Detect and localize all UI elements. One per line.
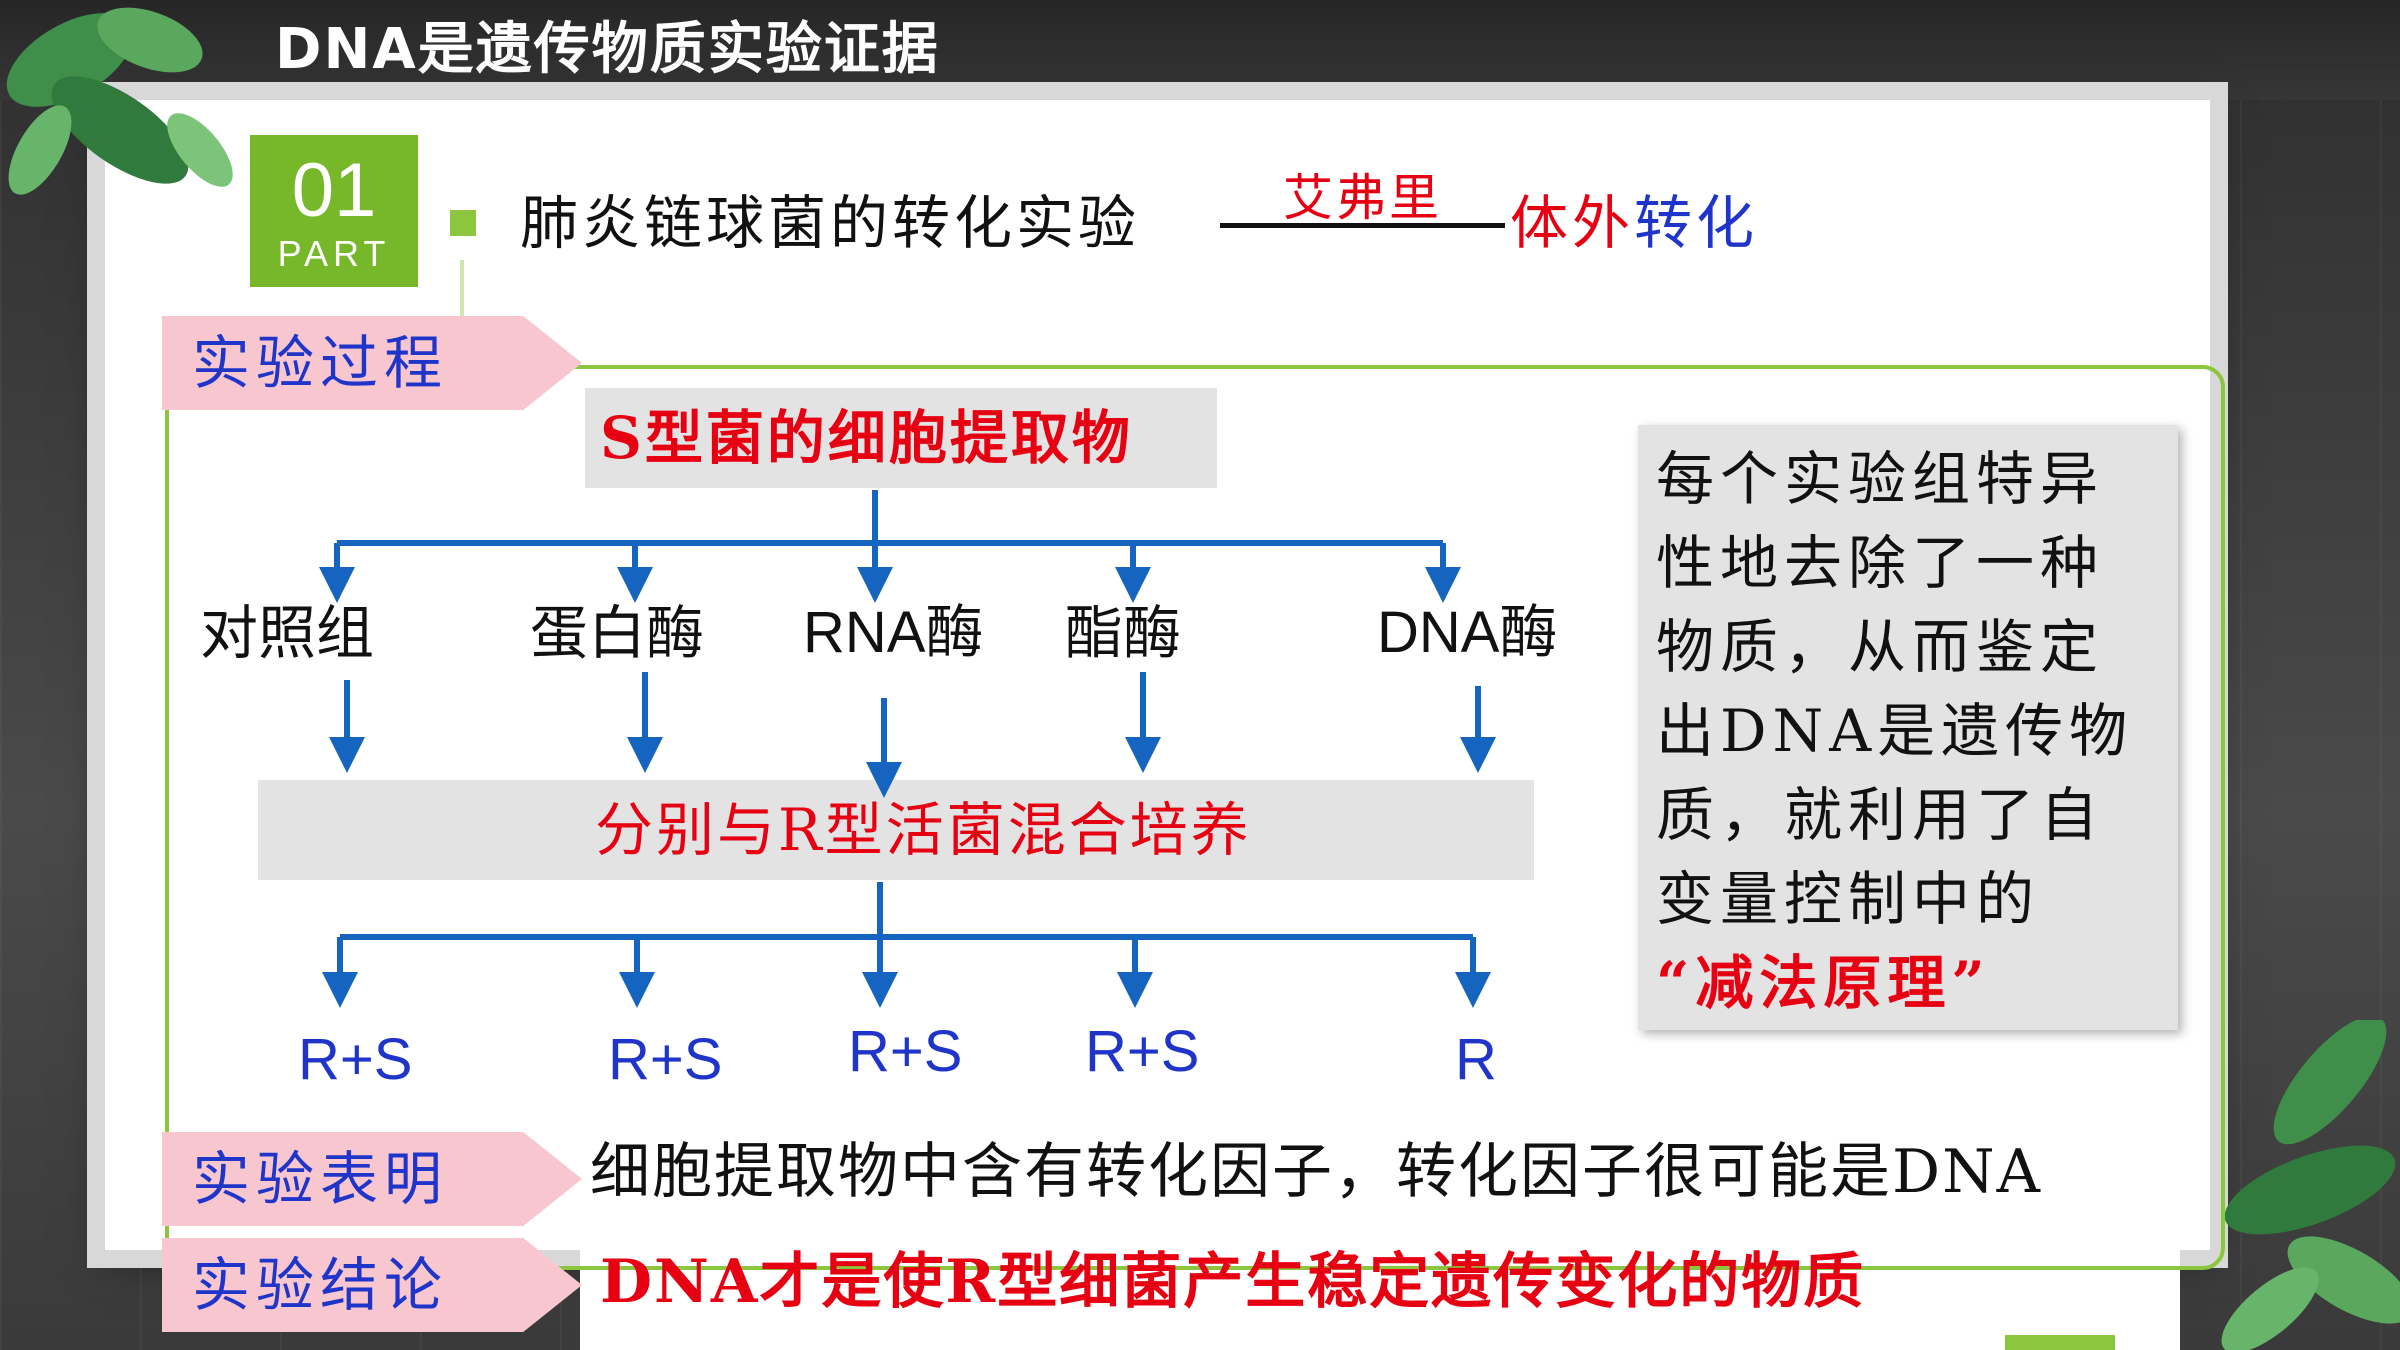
- conclusion-text: DNA才是使R型细菌产生稳定遗传变化的物质: [600, 1247, 1866, 1317]
- result-label-control: R+S: [298, 1027, 413, 1092]
- bullet-square-icon: [450, 210, 476, 236]
- heading-type-blue: 转化: [1634, 189, 1759, 257]
- extract-box: [585, 388, 1217, 488]
- extract-label: S型菌的细胞提取物: [600, 404, 1133, 472]
- green-corner-decor: [2005, 1335, 2115, 1350]
- branch-label-rnase: RNA酶: [803, 600, 984, 665]
- note-line-4: 出DNA是遗传物: [1656, 697, 2134, 765]
- part-label: PART: [277, 233, 391, 274]
- tag-shows: 实验表明: [162, 1132, 582, 1226]
- branch-label-protease: 蛋白酶: [530, 599, 705, 667]
- part-badge: 01 PART: [250, 135, 418, 287]
- page-title: DNA是遗传物质实验证据: [275, 17, 940, 82]
- branch-label-control: 对照组: [200, 599, 375, 667]
- heading-type: 体外转化: [1510, 185, 1758, 261]
- part-number: 01: [291, 148, 377, 233]
- shows-text: 细胞提取物中含有转化因子，转化因子很可能是DNA: [590, 1137, 2042, 1207]
- note-line-1: 每个实验组特异: [1656, 445, 2105, 513]
- note-line-6: 变量控制中的: [1656, 865, 2041, 933]
- heading-main: 肺炎链球菌的转化实验: [520, 189, 1141, 257]
- result-label-esterase: R+S: [1085, 1019, 1200, 1084]
- tag-process-label: 实验过程: [192, 329, 449, 397]
- note-highlight: “减法原理”: [1656, 949, 1991, 1017]
- leaf-bottom-right-icon: [2221, 1020, 2400, 1350]
- result-label-rnase: R+S: [848, 1019, 963, 1084]
- heading-scientist: 艾弗里: [1283, 169, 1442, 227]
- branch-label-dnase: DNA酶: [1377, 600, 1558, 665]
- tag-conclusion-label: 实验结论: [192, 1251, 449, 1319]
- tag-shows-label: 实验表明: [192, 1145, 449, 1213]
- result-label-dnase: R: [1455, 1027, 1497, 1092]
- diagram-frame: [165, 365, 2225, 1270]
- leaf-top-left-icon: [6, 7, 233, 195]
- note-line-3: 物质，从而鉴定: [1656, 613, 2105, 681]
- tag-conclusion: 实验结论: [162, 1238, 582, 1332]
- heading-connector-line: [1220, 223, 1505, 228]
- note-box: 每个实验组特异 性地去除了一种 物质，从而鉴定 出DNA是遗传物 质，就利用了自…: [1638, 425, 2178, 1030]
- branch-label-esterase: 酯酶: [1065, 599, 1182, 667]
- heading-type-red: 体外: [1510, 189, 1635, 257]
- bottom-strip: [580, 1240, 2180, 1350]
- result-label-protease: R+S: [608, 1027, 723, 1092]
- tag-process: 实验过程: [162, 316, 582, 410]
- note-line-5: 质，就利用了自: [1656, 781, 2105, 849]
- culture-label: 分别与R型活菌混合培养: [595, 796, 1252, 864]
- note-line-2: 性地去除了一种: [1656, 529, 2105, 597]
- title-bar: [0, 0, 2400, 100]
